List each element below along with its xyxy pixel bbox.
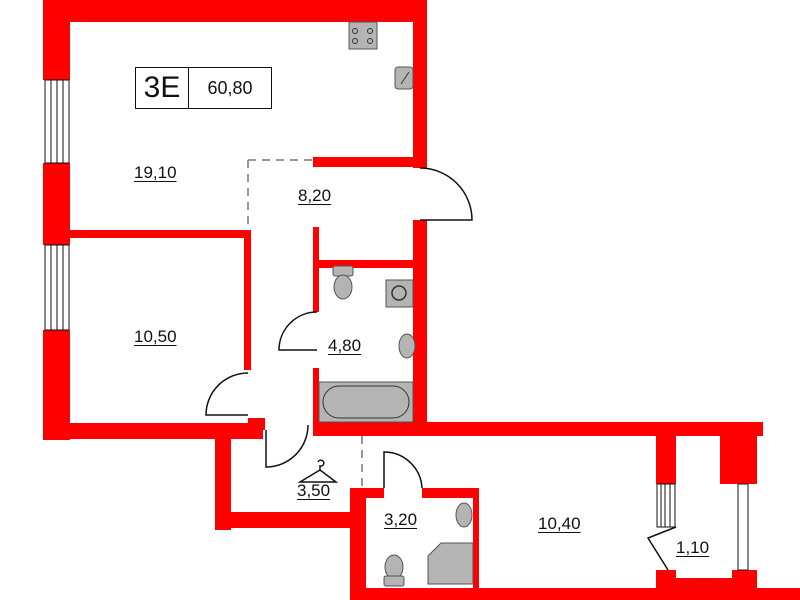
- room-area-hallway: 8,20: [298, 186, 332, 205]
- room-area-shower-room: 3,20: [384, 510, 418, 529]
- room-area-wardrobe: 3,50: [297, 481, 331, 500]
- room-area-bedroom: 10,50: [134, 327, 177, 346]
- sink-icon: [394, 66, 414, 90]
- walls: [43, 0, 800, 600]
- room-area-bathroom: 4,80: [328, 336, 362, 355]
- toilet-icon: [332, 265, 354, 300]
- apartment-badge: 3E 60,80: [135, 67, 272, 109]
- washbasin-icon: [398, 333, 416, 359]
- total-area: 60,80: [207, 77, 253, 98]
- shower-tray-icon: [427, 542, 474, 585]
- hanger-icon: [297, 459, 339, 483]
- room-area-kitchen-living: 19,10: [134, 163, 177, 182]
- toilet-icon: [383, 554, 405, 587]
- door-icon: [205, 167, 677, 571]
- window-icon: [44, 79, 749, 571]
- open-partition: [247, 159, 363, 488]
- washbasin-icon: [455, 502, 473, 528]
- stove-icon: [348, 21, 378, 50]
- bathtub-icon: [318, 381, 414, 423]
- room-area-balcony: 1,10: [676, 538, 710, 557]
- room-area-second-bedroom: 10,40: [538, 514, 581, 533]
- washing-machine-icon: [385, 279, 414, 308]
- apartment-code: 3E: [136, 68, 189, 108]
